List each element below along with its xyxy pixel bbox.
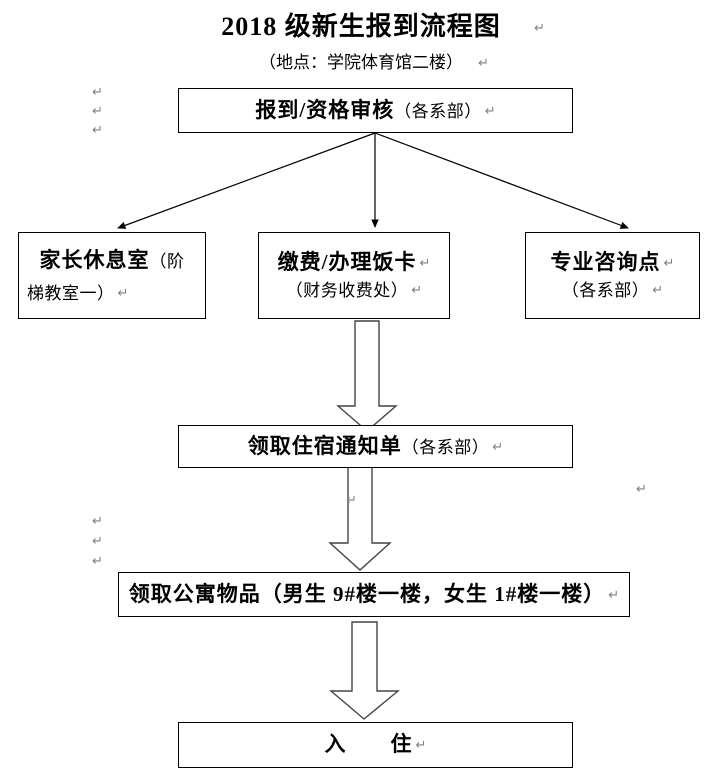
page-title: 2018 级新生报到流程图 <box>0 6 722 43</box>
paragraph-mark-icon: ↵ <box>411 283 423 299</box>
paragraph-mark-icon: ↵ <box>492 439 504 455</box>
mark-subtitle: ↵ <box>478 56 489 71</box>
node-parent-lounge-line2: 梯教室一）↵ <box>27 279 197 309</box>
mark-left-5: ↵ <box>92 534 103 549</box>
node-registration-main: 报到/资格审核 <box>255 97 395 122</box>
mark-left-4: ↵ <box>92 514 103 529</box>
node-dorm-goods-main: 领取公寓物品（男生 9#楼一楼，女生 1#楼一楼） <box>128 581 606 606</box>
node-parent-lounge-note-b: 梯教室一） <box>27 283 115 303</box>
node-dorm-notice-main: 领取住宿通知单 <box>247 433 402 458</box>
page-subtitle-text: （地点：学院体育馆二楼） <box>259 53 463 72</box>
node-consulting[interactable]: 专业咨询点↵ （各系部）↵ <box>525 232 700 319</box>
mark-left-6: ↵ <box>92 554 103 569</box>
paragraph-mark-icon: ↵ <box>652 283 664 299</box>
node-dorm-goods-line1: 领取公寓物品（男生 9#楼一楼，女生 1#楼一楼）↵ <box>129 579 619 611</box>
node-check-in-main: 入 住 <box>324 732 413 757</box>
block-arrow-dorm-goods-to-check-in <box>329 621 400 720</box>
block-arrow-dorm-notice-to-dorm-goods <box>328 466 392 571</box>
paragraph-mark-icon: ↵ <box>484 103 496 119</box>
node-payment-note: （财务收费处） <box>285 281 409 301</box>
mark-left-3: ↵ <box>92 123 103 138</box>
node-consulting-line1: 专业咨询点↵ <box>551 247 675 279</box>
node-payment[interactable]: 缴费/办理饭卡↵ （财务收费处）↵ <box>258 232 450 319</box>
node-registration-line1: 报到/资格审核（各系部）↵ <box>255 95 495 127</box>
node-payment-main: 缴费/办理饭卡 <box>277 249 417 274</box>
mark-left-2: ↵ <box>92 104 103 119</box>
page-subtitle: （地点：学院体育馆二楼） <box>0 48 722 73</box>
node-payment-line2: （财务收费处）↵ <box>286 278 422 304</box>
paragraph-mark-icon: ↵ <box>117 285 129 301</box>
paragraph-mark-icon: ↵ <box>608 587 620 603</box>
node-dorm-goods[interactable]: 领取公寓物品（男生 9#楼一楼，女生 1#楼一楼）↵ <box>118 572 630 617</box>
node-parent-lounge-note-a: （阶 <box>149 252 185 272</box>
page-title-text: 2018 级新生报到流程图 <box>221 12 501 41</box>
node-check-in[interactable]: 入 住↵ <box>178 722 573 768</box>
node-registration[interactable]: 报到/资格审核（各系部）↵ <box>178 88 573 133</box>
paragraph-mark-icon: ↵ <box>663 255 675 271</box>
mark-right-1: ↵ <box>636 482 647 497</box>
block-arrow-payment-to-dorm-notice <box>336 320 398 432</box>
node-payment-line1: 缴费/办理饭卡↵ <box>278 247 431 279</box>
node-consulting-line2: （各系部）↵ <box>562 278 663 304</box>
mark-mid-arrow: ↵ <box>346 493 357 508</box>
arrow-registration-to-consulting <box>374 132 629 229</box>
node-consulting-main: 专业咨询点 <box>550 249 661 274</box>
mark-left-1: ↵ <box>92 85 103 100</box>
node-parent-lounge-line1: 家长休息室（阶 <box>27 242 197 279</box>
node-parent-lounge-main: 家长休息室 <box>39 248 150 273</box>
paragraph-mark-icon: ↵ <box>415 738 427 754</box>
node-parent-lounge[interactable]: 家长休息室（阶 梯教室一）↵ <box>18 232 206 319</box>
node-dorm-notice-note: （各系部） <box>401 437 490 457</box>
mark-title: ↵ <box>534 21 545 36</box>
node-consulting-note: （各系部） <box>561 281 650 301</box>
node-dorm-notice[interactable]: 领取住宿通知单（各系部）↵ <box>178 425 573 468</box>
paragraph-mark-icon: ↵ <box>419 255 431 271</box>
node-check-in-line1: 入 住↵ <box>325 729 427 761</box>
node-dorm-notice-line1: 领取住宿通知单（各系部）↵ <box>248 431 503 463</box>
arrow-registration-to-parent-lounge <box>117 132 376 229</box>
node-registration-note: （各系部） <box>394 101 482 121</box>
